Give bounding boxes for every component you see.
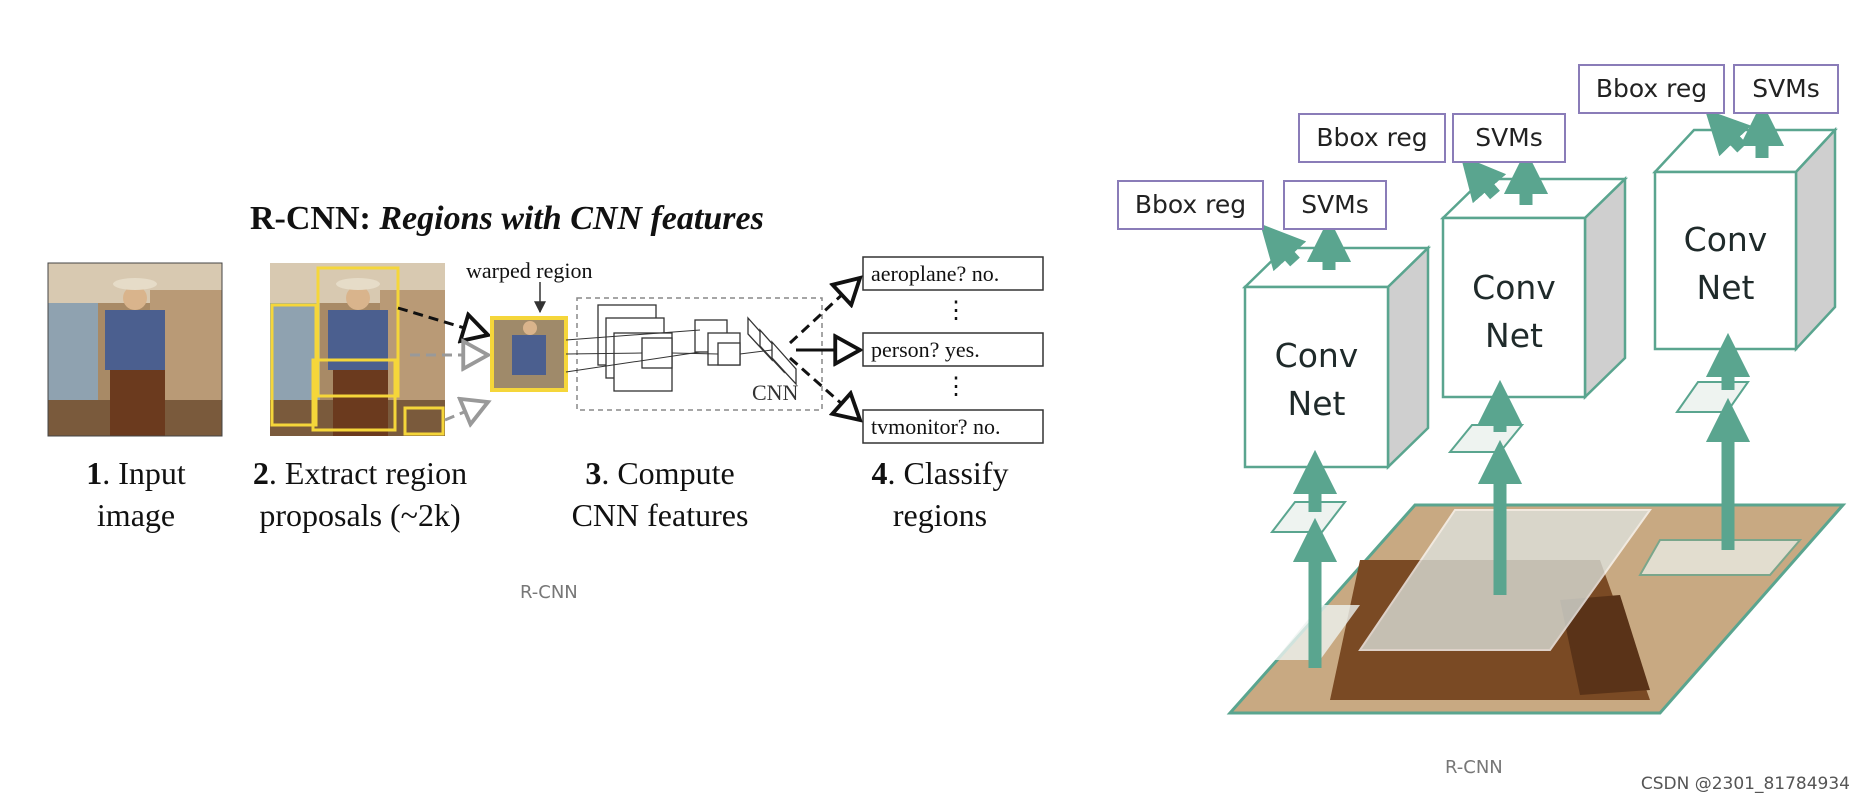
output-box — [862, 332, 1044, 367]
output-text: person? yes. — [871, 337, 980, 362]
bbox-reg-box: Bbox reg — [1117, 180, 1264, 230]
region-proposals-photo — [270, 263, 445, 436]
bbox-arrow — [1704, 109, 1752, 157]
diagram-title: R-CNN: Regions with CNN features — [250, 200, 764, 238]
title-prefix: R-CNN: — [250, 200, 380, 237]
ellipsis: ⋮ — [944, 374, 968, 400]
cnn-label: CNN — [752, 380, 799, 405]
proposal-arrow — [444, 402, 488, 420]
bbox-reg-box: Bbox reg — [1578, 64, 1725, 114]
output-text: tvmonitor? no. — [871, 414, 1001, 439]
warped-patch — [1675, 381, 1750, 413]
cnn-layers — [597, 304, 797, 392]
output-box — [862, 256, 1044, 291]
warped-region-label: warped region — [466, 258, 593, 283]
title-italic: Regions with CNN features — [379, 200, 764, 237]
warped-region-image — [490, 316, 568, 392]
watermark: CSDN @2301_81784934 — [1640, 774, 1850, 794]
bbox-arrow — [1460, 155, 1507, 204]
warped-patch — [1447, 424, 1525, 453]
convnet-cube — [1652, 126, 1838, 353]
output-text: aeroplane? no. — [871, 261, 1000, 286]
bbox-reg-box: Bbox reg — [1298, 113, 1446, 163]
ellipsis: ⋮ — [944, 298, 968, 324]
svms-box: SVMs — [1733, 64, 1839, 114]
ground-image — [1226, 503, 1847, 715]
svms-box: SVMs — [1452, 113, 1566, 163]
input-image-photo — [47, 262, 223, 437]
cnn-connections — [565, 329, 773, 373]
left-caption: R-CNN — [520, 582, 578, 603]
svms-box: SVMs — [1283, 180, 1387, 230]
output-box — [862, 409, 1044, 444]
bbox-arrow — [1260, 223, 1307, 272]
convnet-cube — [1241, 245, 1432, 470]
right-caption: R-CNN — [1445, 757, 1503, 778]
